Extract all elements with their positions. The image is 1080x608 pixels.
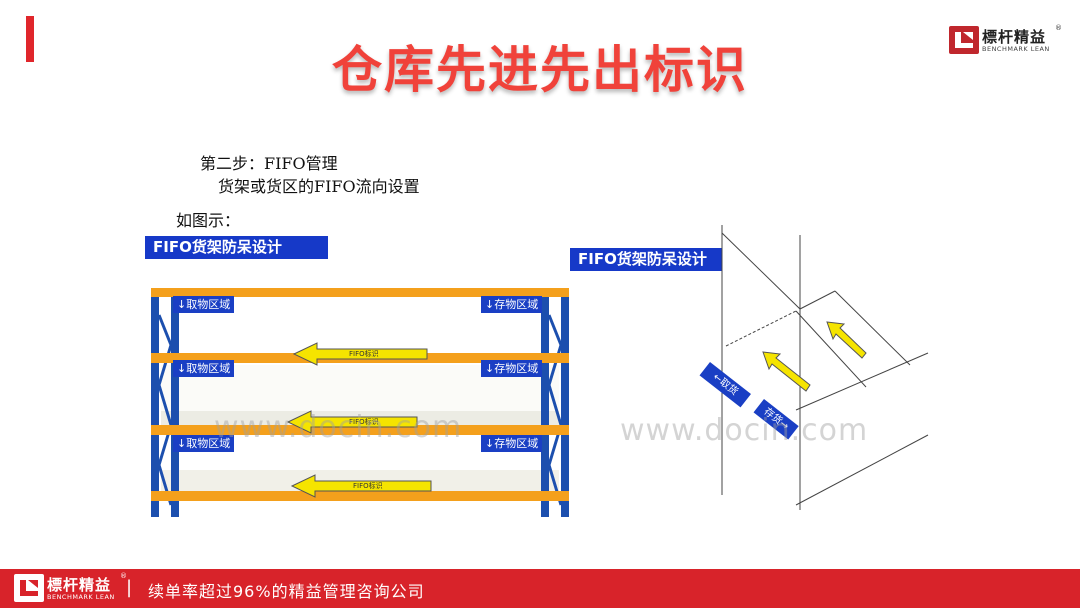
brand-logo-footer: 標杆精益 BENCHMARK LEAN ® (14, 572, 127, 602)
store-zone-label: ↓存物区域 (481, 296, 543, 313)
brand-registered: ® (120, 572, 127, 580)
take-zone-label: ↓取物区域 (173, 296, 235, 313)
fifo-arrow-label: FIFO标识 (353, 482, 383, 490)
footer-bar: 標杆精益 BENCHMARK LEAN ® | 续单率超过96%的精益管理咨询公… (0, 569, 1080, 608)
fifo-arrow-label: FIFO标识 (349, 418, 379, 426)
brand-name: 標杆精益 (982, 28, 1047, 46)
footer-separator: | (126, 577, 133, 598)
rack-illustration: ↓取物区域 ↓取物区域 ↓取物区域 ↓存物区域 ↓存物区域 ↓存物区域 FIFO… (151, 285, 569, 517)
watermark: www.docin.com (620, 413, 869, 448)
store-zone-label: ↓存物区域 (481, 435, 543, 452)
brand-name: 標杆精益 (47, 576, 112, 594)
brand-subtitle: BENCHMARK LEAN (47, 593, 115, 601)
take-zone-label: ↓取物区域 (173, 435, 235, 452)
take-zone-label: ↓取物区域 (173, 360, 235, 377)
watermark: www.docin.com (214, 410, 463, 445)
brand-mark-icon (14, 574, 44, 602)
flow-figure-header: FIFO货架防呆设计 (570, 248, 722, 271)
figure-intro: 如图示： (176, 211, 241, 230)
brand-registered: ® (1055, 24, 1062, 32)
fifo-arrow-label: FIFO标识 (349, 350, 379, 358)
flow-diagram: ←取货 存货→ (699, 225, 940, 510)
title-accent-bar (26, 16, 34, 62)
footer-slogan: 续单率超过96%的精益管理咨询公司 (148, 582, 425, 601)
brand-logo-top: 標杆精益 BENCHMARK LEAN ® (949, 24, 1062, 54)
store-zone-label: ↓存物区域 (481, 360, 543, 377)
rack-figure-header: FIFO货架防呆设计 (145, 236, 328, 259)
step-heading: 第二步：FIFO管理 (200, 154, 338, 173)
brand-mark-icon (949, 26, 979, 54)
brand-subtitle: BENCHMARK LEAN (982, 45, 1050, 53)
slide-title: 仓库先进先出标识 (332, 41, 748, 99)
step-description: 货架或货区的FIFO流向设置 (218, 177, 420, 196)
